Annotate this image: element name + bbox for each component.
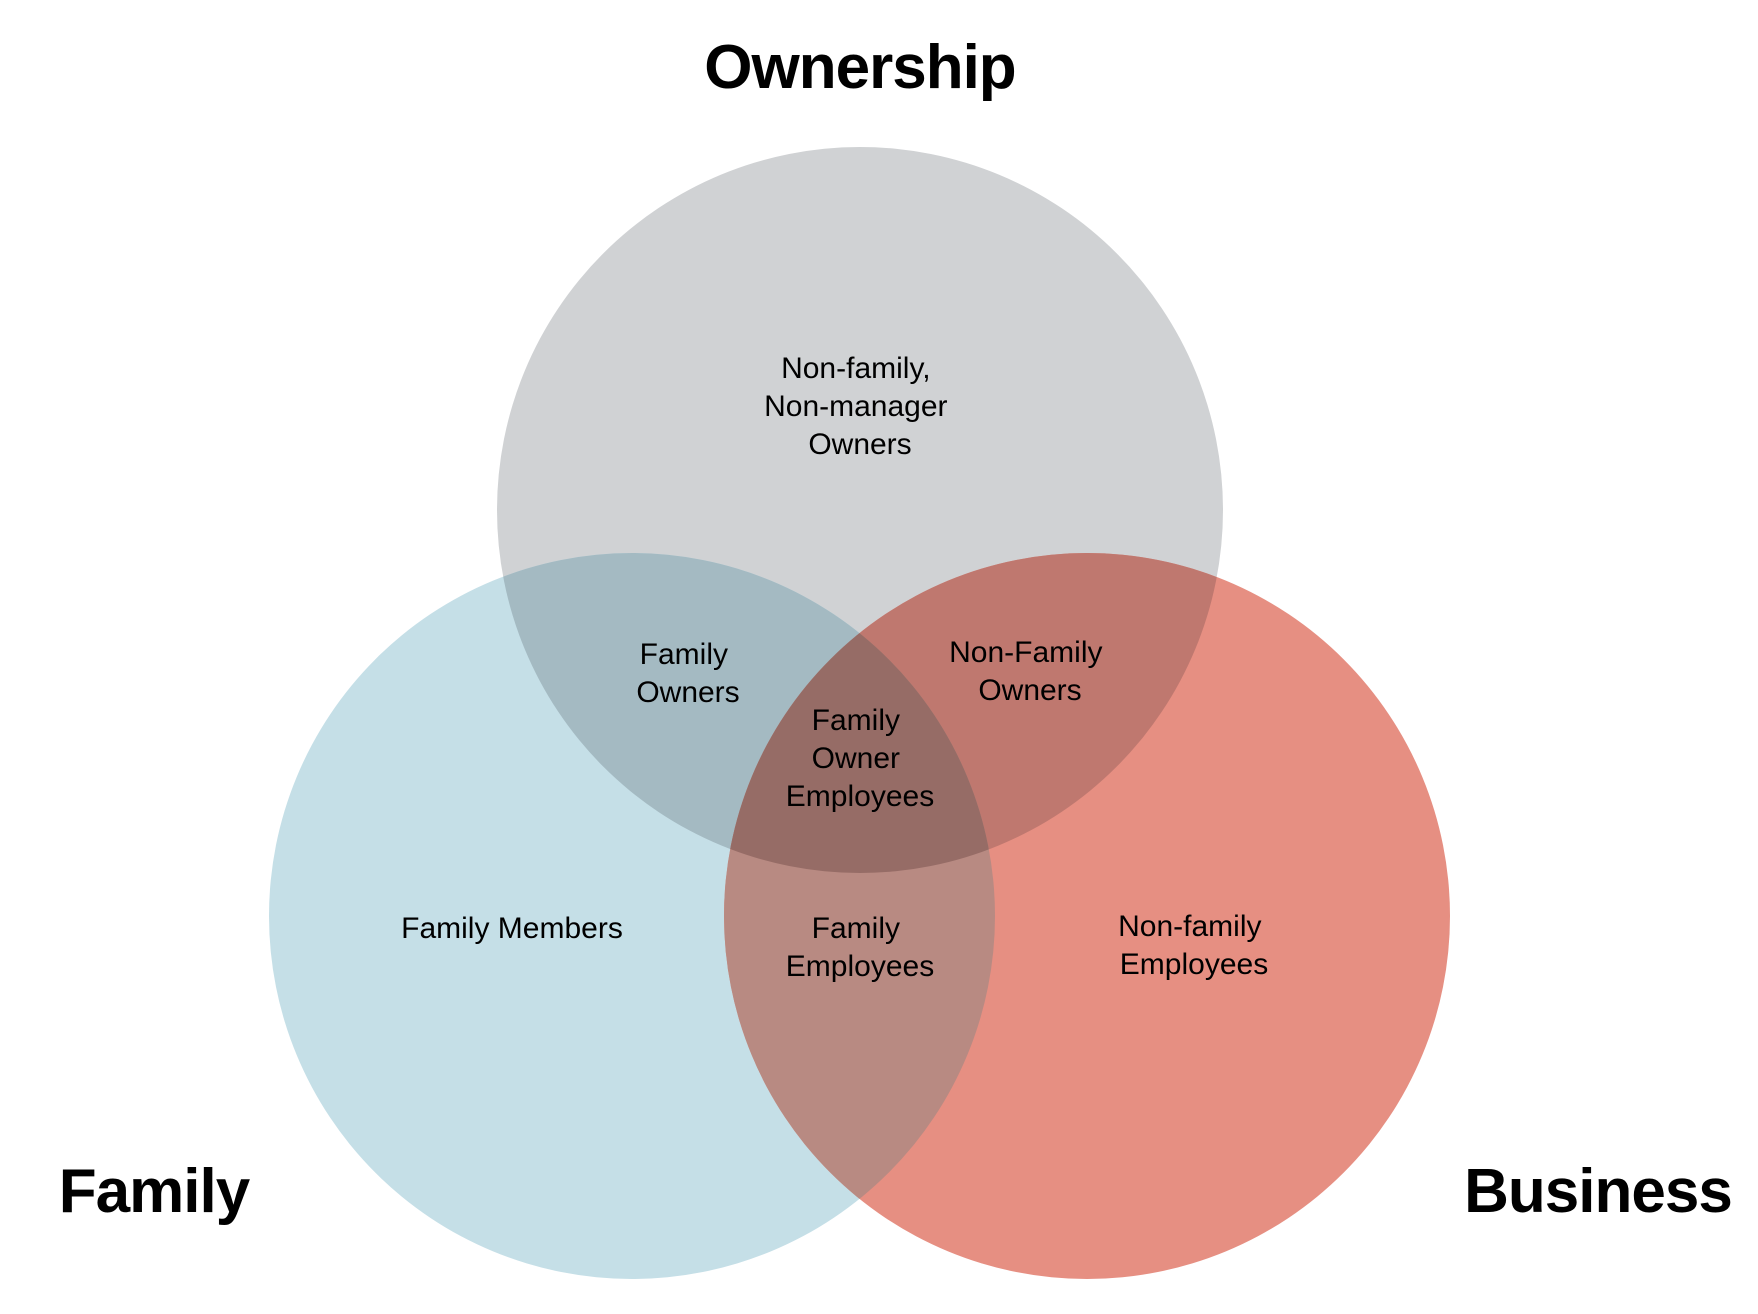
family-employees-label: Family Employees (786, 912, 934, 983)
business-title: Business (1464, 1157, 1732, 1226)
non-family-employees-label: Non-family Employees (1118, 910, 1270, 981)
ownership-only-label: Non-family, Non-manager Owners (764, 352, 956, 461)
all-three-overlap (724, 553, 995, 873)
family-owners-label: Family Owners (636, 638, 739, 709)
family-owner-employees-label: Family Owner Employees (786, 704, 934, 813)
non-family-owners-label: Non-Family Owners (949, 636, 1111, 707)
ownership-title: Ownership (704, 33, 1015, 102)
family-title: Family (59, 1157, 251, 1226)
family-members-label: Family Members (401, 912, 623, 945)
